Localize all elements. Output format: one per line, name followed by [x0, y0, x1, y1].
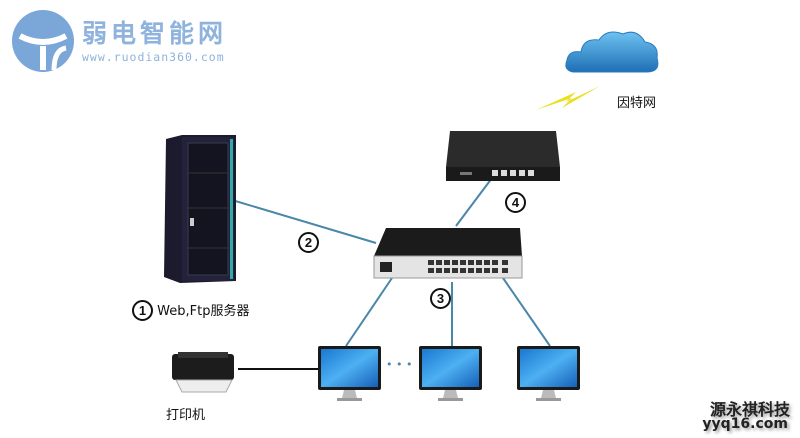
monitor-icon: [517, 346, 580, 401]
link-router-switch: [455, 177, 493, 227]
computer-2: [418, 344, 484, 406]
watermark-cn: 源永祺科技: [709, 400, 790, 419]
link-number-2: 2: [298, 232, 319, 253]
router-node: [444, 127, 562, 189]
link-number-3: 3: [430, 288, 451, 309]
printer-label: 打印机: [166, 408, 206, 423]
monitor-icon: [318, 346, 381, 401]
switch-icon: [373, 228, 523, 279]
computer-3: [516, 344, 582, 406]
link-switch-pc1: [345, 277, 393, 347]
switch-node: [372, 226, 524, 284]
link-switch-pc3: [502, 277, 551, 347]
internet-node: [563, 26, 661, 82]
monitor-icon: [419, 346, 482, 401]
cloud-icon: [565, 31, 659, 73]
ellipsis: • • •: [386, 358, 413, 371]
server-rack-icon: [164, 135, 236, 283]
computer-1: [317, 344, 383, 406]
logo-url: www.ruodian360.com: [82, 50, 225, 64]
lightning-icon: [536, 86, 600, 110]
link-server-switch: [231, 199, 377, 244]
server-label: 1 Web,Ftp服务器: [132, 300, 249, 321]
router-icon: [446, 131, 560, 181]
logo-icon: [12, 10, 74, 72]
watermark-en: yyq16.com: [702, 416, 788, 432]
logo-title: 弱电智能网: [82, 19, 228, 48]
printer-icon: [172, 352, 234, 393]
server-node: [160, 133, 240, 289]
internet-label: 因特网: [617, 96, 657, 111]
printer-node: [168, 350, 240, 398]
link-number-4: 4: [505, 192, 526, 213]
logo: [10, 8, 76, 78]
